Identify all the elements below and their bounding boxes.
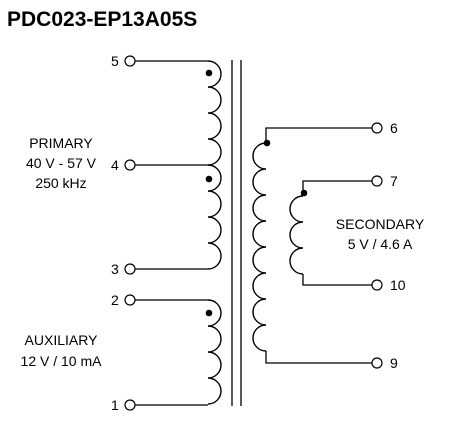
secondary-rating: 5 V / 4.6 A (348, 236, 413, 252)
pin-label-10: 10 (390, 277, 406, 293)
terminal-4 (124, 159, 136, 171)
primary-winding (135, 60, 222, 270)
terminal-6 (371, 122, 383, 134)
primary-coil-upper (207, 60, 222, 166)
secondary-outer-polarity-dot (263, 139, 271, 147)
auxiliary-polarity-dot (205, 309, 213, 317)
pin-label-3: 3 (111, 261, 119, 277)
secondary-outer-winding (252, 127, 372, 364)
pin-label-2: 2 (111, 292, 119, 308)
pin-label-1: 1 (111, 397, 119, 413)
secondary-outer-coil (252, 142, 267, 352)
primary-coil-lower (207, 164, 222, 270)
primary-lower-polarity-dot (205, 175, 213, 183)
secondary-inner-polarity-dot (300, 189, 308, 197)
primary-frequency: 250 kHz (35, 175, 86, 191)
diagram-title: PDC023-EP13A05S (7, 8, 197, 31)
primary-voltage: 40 V - 57 V (26, 155, 97, 171)
pin10-lead (302, 274, 372, 286)
pin-label-5: 5 (111, 53, 119, 69)
auxiliary-label: AUXILIARY (25, 332, 99, 348)
pin-label-7: 7 (390, 173, 398, 189)
terminal-2 (124, 294, 136, 306)
terminal-7 (371, 175, 383, 187)
auxiliary-coil (207, 299, 222, 405)
primary-polarity-dot (205, 69, 213, 77)
pin-label-4: 4 (111, 157, 119, 173)
auxiliary-winding (135, 299, 222, 406)
terminal-9 (371, 357, 383, 369)
pin7-lead (302, 180, 372, 196)
terminal-1 (124, 399, 136, 411)
secondary-label: SECONDARY (336, 216, 425, 232)
secondary-inner-coil (289, 195, 304, 275)
pin-label-9: 9 (390, 355, 398, 371)
terminal-5 (124, 55, 136, 67)
secondary-inner-winding (289, 180, 372, 286)
pin-label-6: 6 (390, 120, 398, 136)
pin6-lead (265, 127, 372, 143)
terminal-3 (124, 263, 136, 275)
auxiliary-rating: 12 V / 10 mA (21, 353, 103, 369)
pin9-lead (265, 351, 372, 364)
terminal-10 (371, 279, 383, 291)
primary-label: PRIMARY (29, 135, 93, 151)
